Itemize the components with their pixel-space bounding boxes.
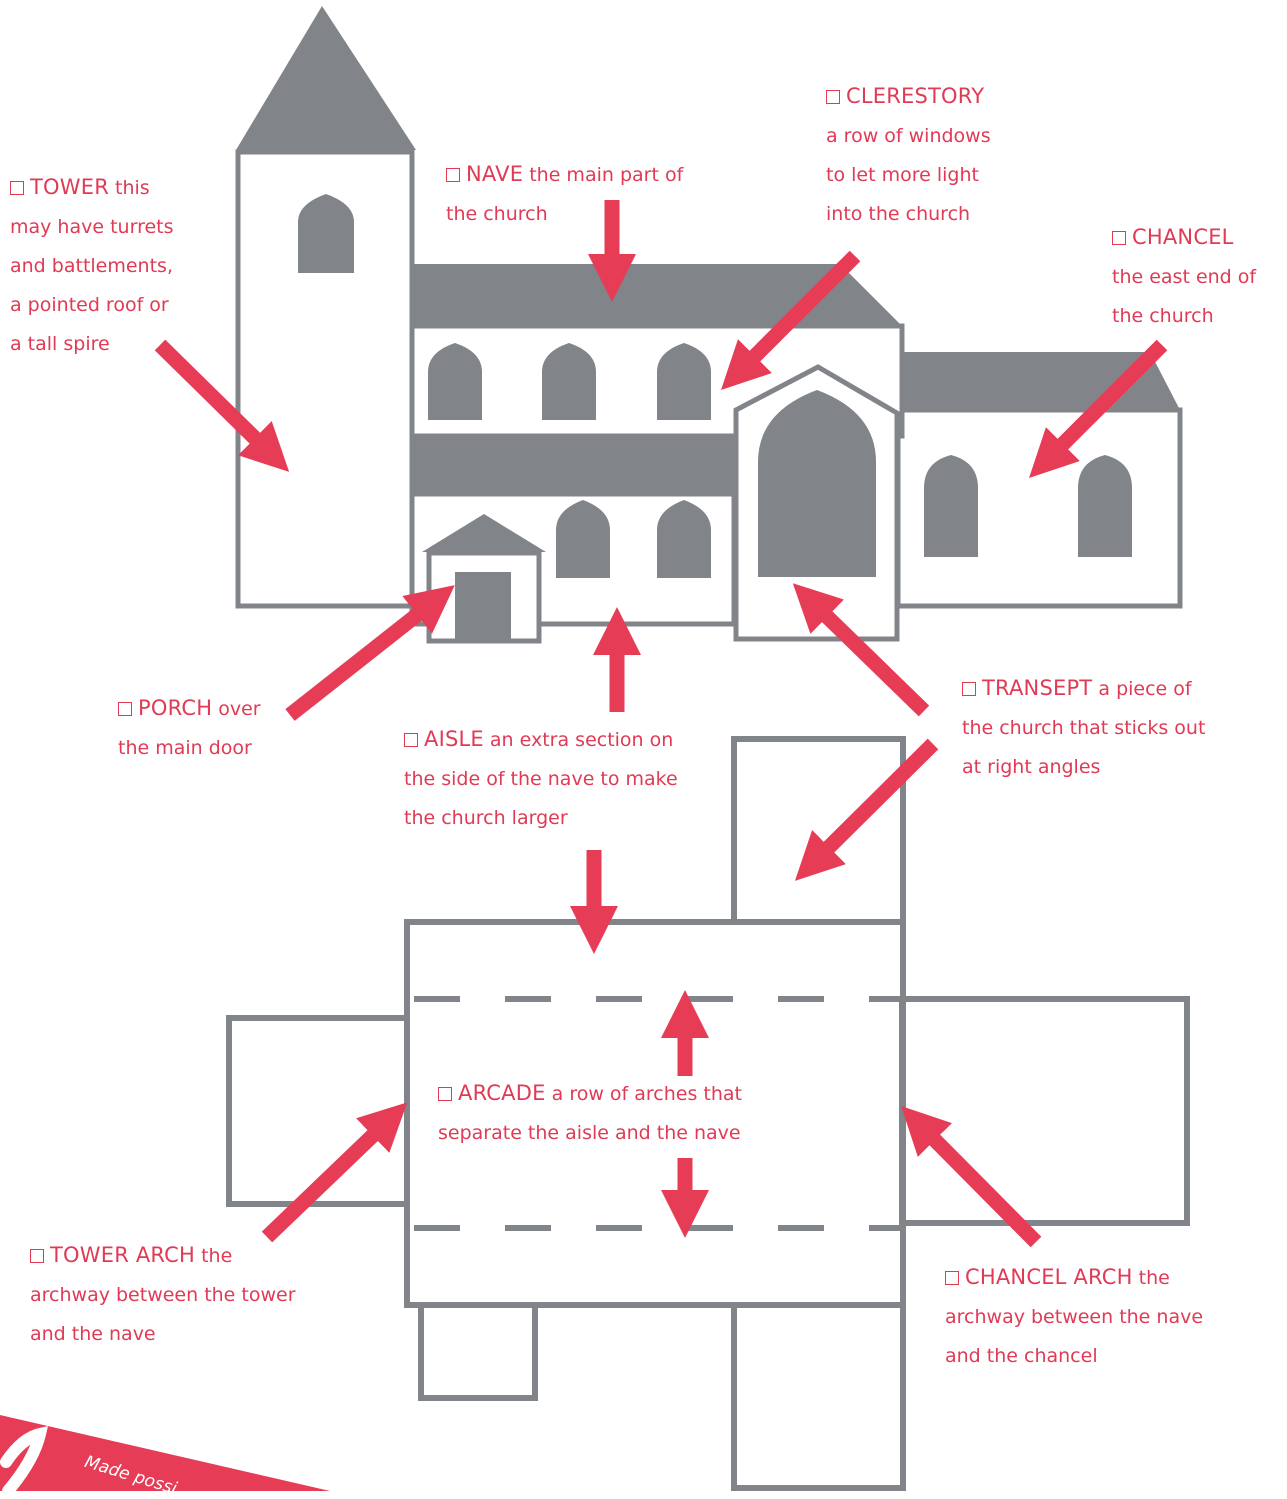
church-elevation	[235, 6, 1183, 644]
tower-arrow	[154, 339, 290, 472]
footer-banner-shape	[0, 1415, 330, 1491]
checkbox-icon[interactable]	[404, 733, 418, 747]
label-transept: TRANSEPT a piece of the church that stic…	[962, 676, 1206, 778]
label-arcade: ARCADE a row of arches that separate the…	[438, 1081, 743, 1144]
plan-chancel	[899, 996, 1190, 1226]
aisle-window	[657, 500, 711, 578]
checkbox-icon[interactable]	[826, 90, 840, 104]
label-chancel-arch: CHANCEL ARCH the archway between the nav…	[945, 1265, 1204, 1367]
porch-arrow	[285, 585, 455, 721]
checkbox-icon[interactable]	[10, 181, 24, 195]
plan-porch	[418, 1302, 538, 1401]
transept-plan-arrow	[794, 738, 939, 881]
label-clerestory: CLERESTORY a row of windows to let more …	[826, 84, 991, 225]
checkbox-icon[interactable]	[945, 1271, 959, 1285]
plan-transept	[731, 736, 906, 925]
label-porch: PORCH over the main door	[118, 696, 261, 759]
label-aisle: AISLE an extra section on the side of th…	[404, 727, 678, 829]
checkbox-icon[interactable]	[446, 168, 460, 182]
clerestory-arrow	[721, 250, 861, 390]
logo-mark-icon	[0, 1426, 48, 1491]
chancel-window	[924, 455, 978, 557]
plan-tower	[226, 1015, 410, 1207]
label-tower-arch: TOWER ARCH the archway between the tower…	[30, 1243, 296, 1345]
label-chancel: CHANCEL the east end of the church	[1112, 225, 1257, 327]
clerestory-window	[657, 343, 711, 420]
checkbox-icon[interactable]	[30, 1249, 44, 1263]
checkbox-icon[interactable]	[1112, 231, 1126, 245]
aisle-roof	[412, 436, 734, 494]
checkbox-icon[interactable]	[438, 1087, 452, 1101]
chancel-building	[895, 352, 1183, 609]
chancel-window	[1078, 455, 1132, 557]
footer-banner	[0, 1415, 330, 1491]
clerestory-window	[542, 343, 596, 420]
label-nave: NAVE the main part of the church	[446, 162, 684, 225]
tower-arch-arrow	[261, 1102, 408, 1243]
checkbox-icon[interactable]	[962, 682, 976, 696]
porch-door	[455, 572, 511, 641]
label-tower: TOWER this may have turrets and battleme…	[10, 175, 174, 355]
tower-building	[235, 6, 416, 609]
transept-building	[733, 364, 900, 642]
chancel-arch-arrow	[901, 1105, 1042, 1248]
tower-window	[298, 194, 354, 273]
chancel-arrow	[1029, 339, 1168, 478]
pointer-arrows	[154, 200, 1168, 1248]
checkbox-icon[interactable]	[118, 702, 132, 716]
nave-roof	[412, 264, 902, 326]
clerestory-window	[428, 343, 482, 420]
plan-south-transept	[731, 1302, 906, 1491]
porch-roof	[422, 514, 546, 552]
aisle-window	[556, 500, 610, 578]
transept-arrow	[792, 583, 930, 717]
tower-spire	[236, 6, 416, 150]
transept-window	[758, 390, 876, 577]
